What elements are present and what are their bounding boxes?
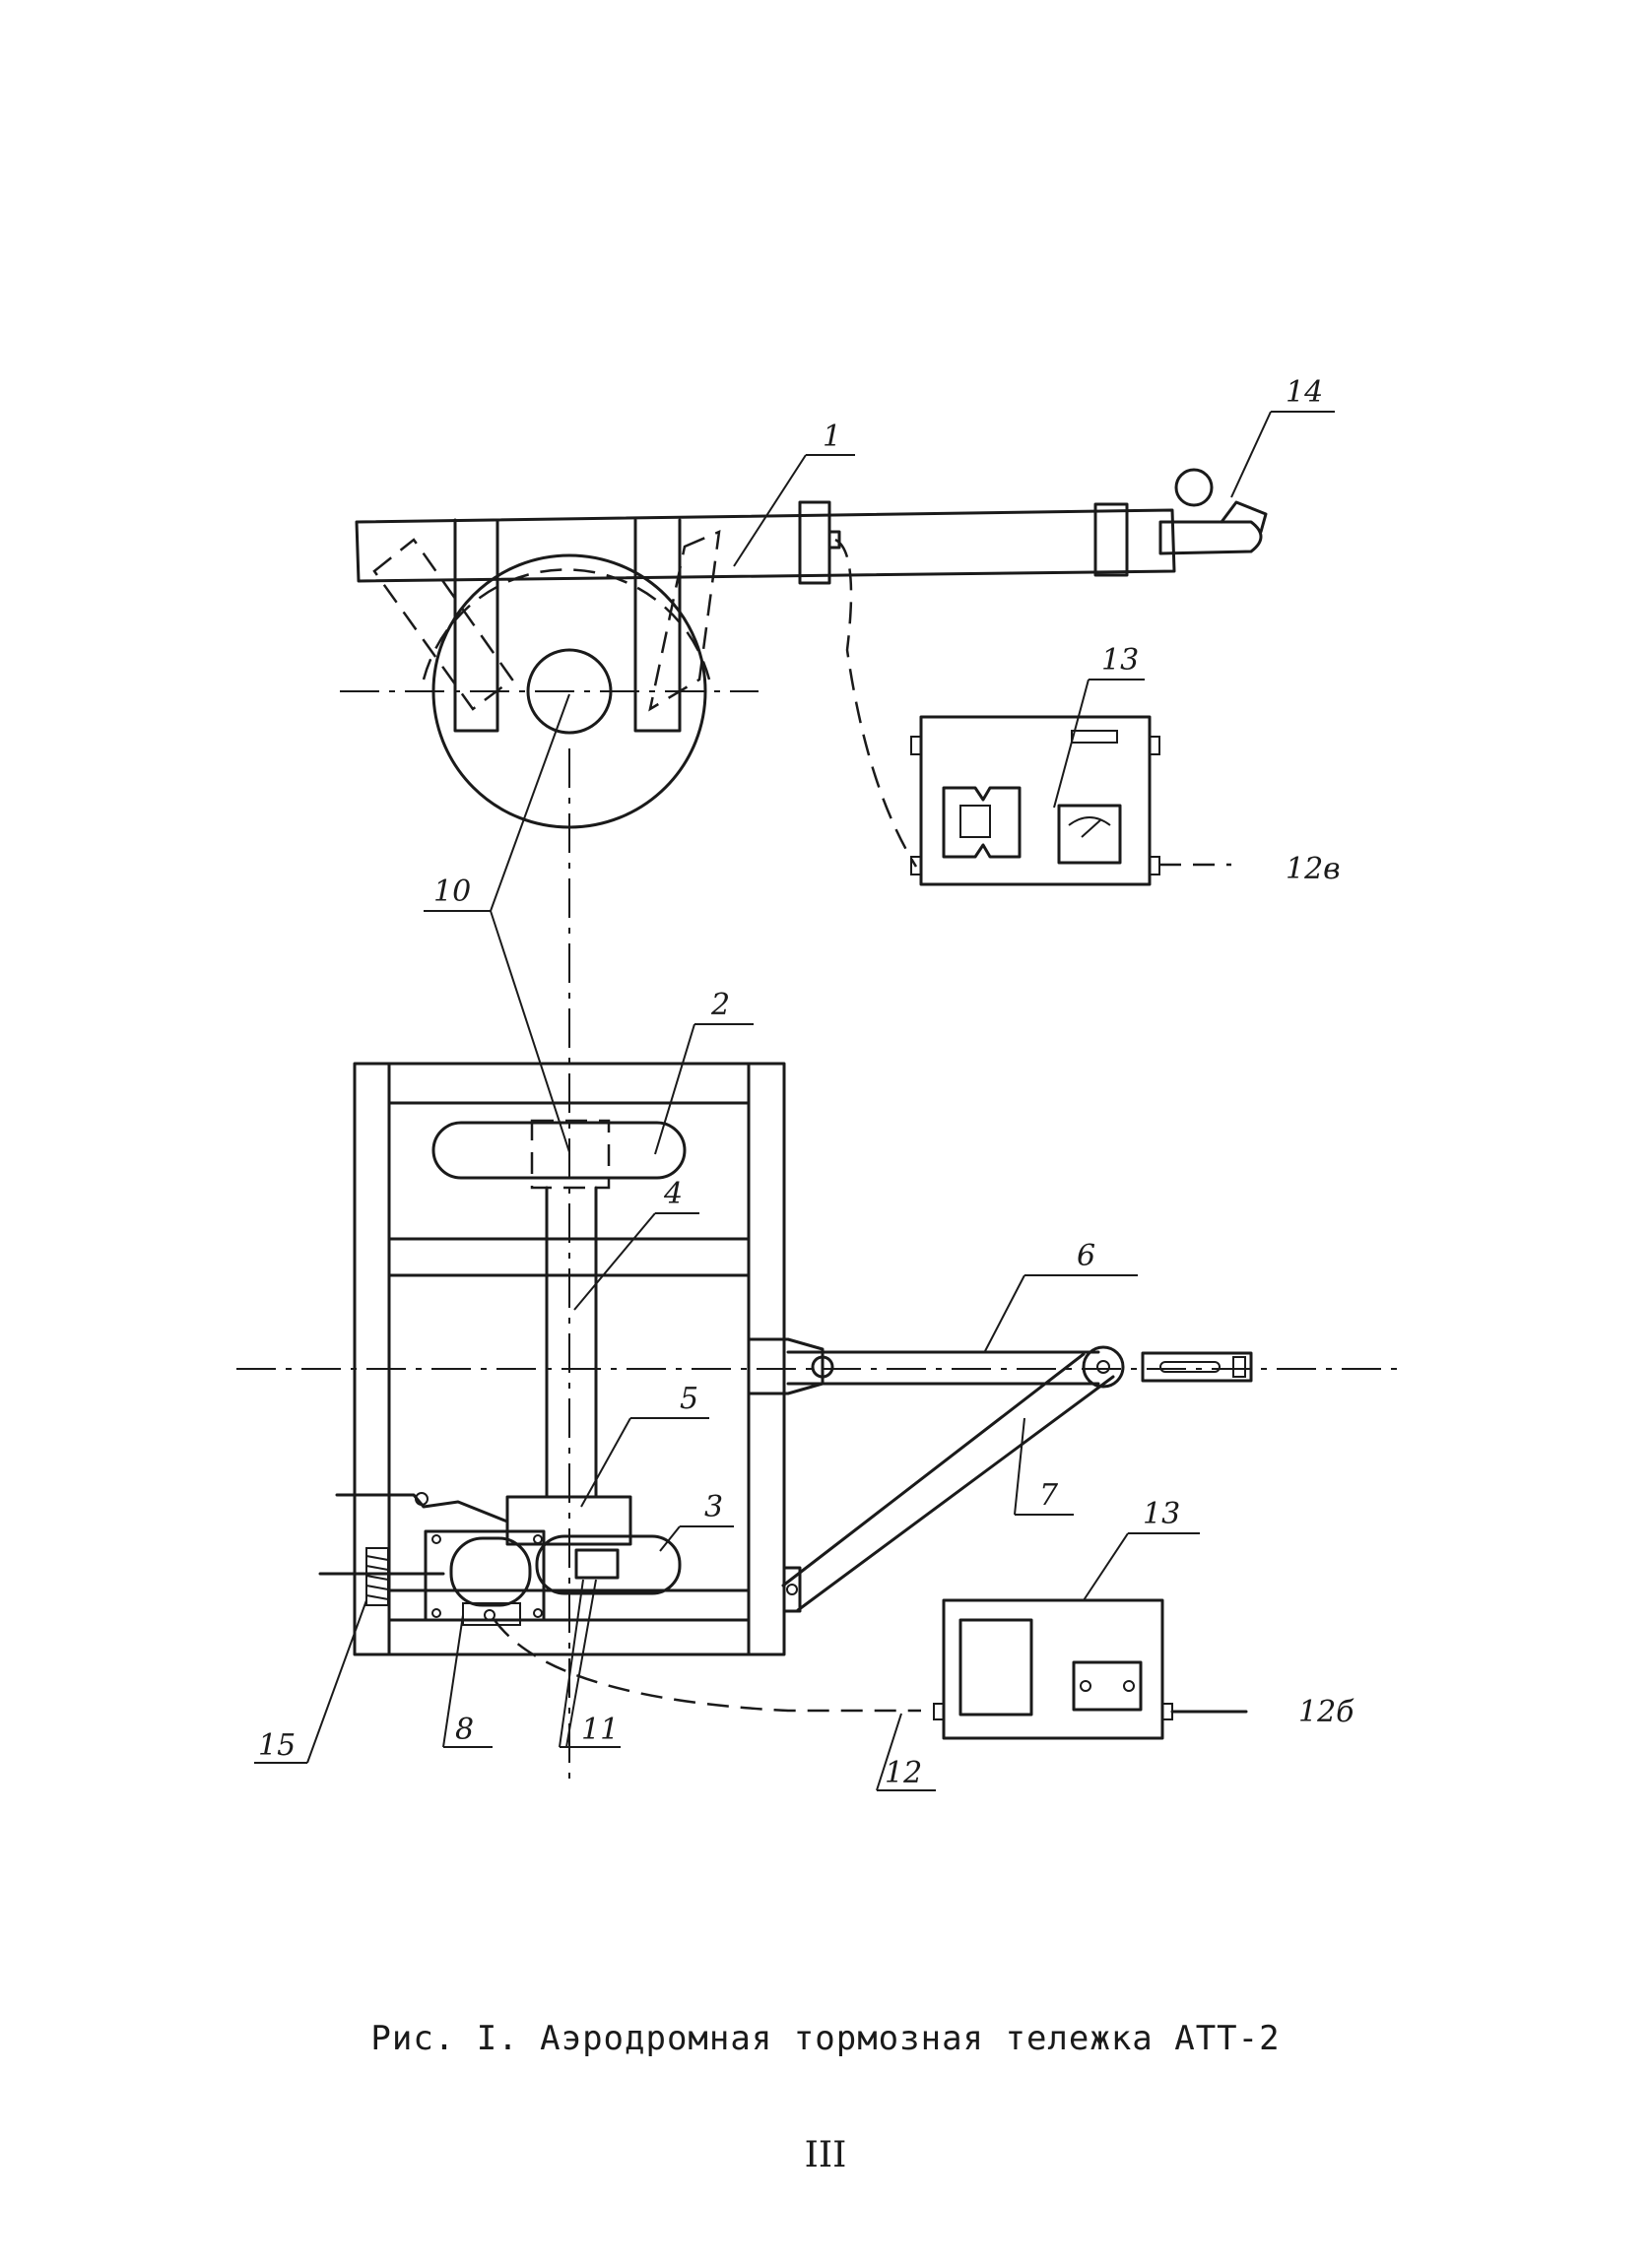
bolt-tl (431, 1534, 441, 1544)
spring-coils (365, 1555, 389, 1600)
leaders (254, 411, 1335, 1791)
leader-13-top (1053, 679, 1090, 809)
callout-2: 2 (710, 988, 730, 1022)
callout-4: 4 (663, 1177, 683, 1211)
leader-6 (984, 1274, 1025, 1352)
callout-8: 8 (455, 1713, 474, 1747)
callout-12: 12 (885, 1756, 922, 1790)
box-top-slot (1071, 730, 1118, 744)
tow-sleeve (1093, 502, 1129, 577)
box-connector (942, 786, 1022, 859)
frame-slot (431, 1121, 687, 1180)
leader-11-b (565, 1579, 597, 1748)
tow-eye (1141, 1351, 1253, 1383)
handle-pivot (415, 1492, 429, 1506)
callout-11: 11 (581, 1713, 619, 1747)
strut-7-a (781, 1352, 1086, 1588)
callout-7: 7 (1039, 1478, 1059, 1513)
measuring-box-13-lower (933, 1598, 1248, 1740)
leader-8 (442, 1614, 464, 1748)
beam-clamp-pin (827, 530, 841, 550)
brake-bolt (484, 1609, 495, 1621)
callout-1: 1 (823, 420, 841, 454)
leader-2 (654, 1023, 695, 1155)
bracket-right (633, 518, 682, 733)
box-body (942, 1598, 1164, 1740)
gauge-needle (1068, 816, 1111, 838)
brake-drum-8 (449, 1536, 532, 1607)
sensor-11 (574, 1548, 620, 1580)
panel-led-left (1080, 1680, 1091, 1692)
bracket-left (453, 518, 499, 733)
bracket-left-dashed (372, 538, 514, 711)
bracket-right-dashed (648, 529, 721, 712)
bolt-br (533, 1608, 543, 1618)
towbar-pivot-pin (1096, 1360, 1110, 1374)
brake-base (462, 1602, 521, 1626)
tow-eye-slot (1159, 1361, 1221, 1373)
leader-14 (1230, 411, 1272, 498)
leader-10-b (490, 910, 570, 1153)
release-handle (335, 1493, 509, 1523)
tow-hook (1174, 468, 1214, 507)
page-number: III (804, 2135, 847, 2175)
box-foot-left (933, 1703, 945, 1720)
cable-upper (834, 538, 918, 868)
leader-10-a (490, 693, 570, 912)
callout-12v: 12в (1286, 852, 1341, 886)
cable-12 (493, 1619, 921, 1713)
frame-outer (353, 1062, 786, 1656)
leader-3 (659, 1525, 681, 1552)
brake-housing (424, 1529, 546, 1622)
cylinder-3 (535, 1534, 682, 1595)
leader-12 (876, 1713, 902, 1791)
tow-hook-lever (1220, 500, 1268, 534)
strut-foot-pin (786, 1584, 798, 1595)
callout-13-top: 13 (1101, 643, 1139, 678)
axle-block-dashed (530, 1119, 611, 1190)
strut-7-b (796, 1375, 1115, 1612)
box-window (958, 1618, 1033, 1717)
towbar-pivot-left (811, 1355, 834, 1379)
tow-head-14 (1158, 520, 1263, 555)
leader-13-bottom (1083, 1532, 1129, 1601)
callout-10: 10 (433, 875, 471, 909)
gauge (1057, 804, 1122, 865)
box-body (919, 715, 1152, 886)
box-connector-inner (959, 805, 991, 838)
leader-4 (573, 1212, 656, 1311)
callout-12b: 12б (1298, 1695, 1354, 1729)
leader-15 (306, 1599, 367, 1764)
box-panel (1072, 1660, 1143, 1712)
plan-view (236, 1062, 1399, 1713)
box-foot-bl (910, 856, 922, 875)
beam-1 (355, 508, 1176, 583)
box-foot-tr (1149, 736, 1160, 755)
wheel-dashed-arc (422, 568, 711, 680)
leader-5 (580, 1417, 631, 1508)
tow-eye-end (1232, 1356, 1246, 1378)
panel-led-right (1123, 1680, 1135, 1692)
callout-13-bottom: 13 (1143, 1497, 1180, 1531)
bolt-bl (431, 1608, 441, 1618)
callout-14: 14 (1286, 375, 1323, 410)
leader-7 (1014, 1417, 1025, 1516)
box-foot-tl (910, 736, 922, 755)
towbar-pivot-right (1082, 1345, 1125, 1389)
leader-11-a (559, 1579, 584, 1748)
strut-foot (782, 1566, 802, 1613)
bolt-tr (533, 1534, 543, 1544)
callout-3: 3 (704, 1490, 723, 1524)
callout-6: 6 (1077, 1239, 1095, 1273)
leader-1 (733, 454, 807, 567)
figure-caption: Рис. I. Аэродромная тормозная тележка АТ… (370, 2019, 1281, 2058)
measuring-box-13-upper (910, 715, 1231, 886)
callouts: 1 14 13 12в 10 2 4 6 5 3 7 13 12б 15 8 1… (258, 375, 1354, 1790)
callout-5: 5 (680, 1382, 698, 1416)
callout-15: 15 (258, 1728, 296, 1763)
